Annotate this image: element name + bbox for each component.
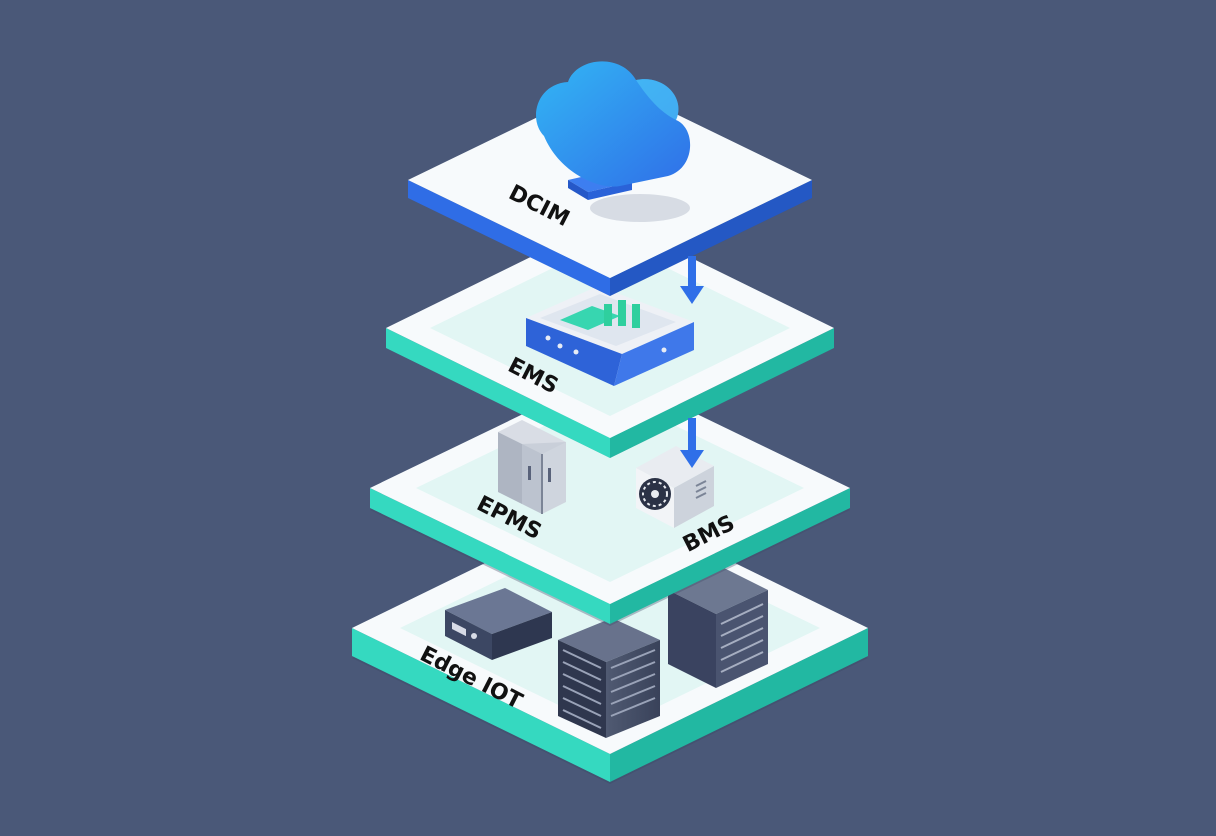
layer-dcim-right-side xyxy=(610,180,812,296)
layer-dcim-left-side xyxy=(408,180,610,296)
electrical-cabinet-icon xyxy=(498,420,566,514)
layer-ems: EMS xyxy=(386,218,834,458)
analytics-appliance-icon xyxy=(526,286,694,386)
layer-edge-iot: Edge IOT xyxy=(352,502,868,784)
arrow-dcim-to-ems xyxy=(680,256,704,304)
server-rack-back-icon xyxy=(668,566,768,688)
layer-dcim: DCIM xyxy=(408,61,812,296)
layer-epms-right-side xyxy=(610,488,850,624)
layer-epms-left-side xyxy=(370,488,610,624)
hvac-fan-unit-icon xyxy=(636,446,714,528)
layer-edge-left-side xyxy=(352,628,610,782)
layer-ems-right-side xyxy=(610,328,834,458)
cloud-icon xyxy=(536,61,691,222)
layer-epms-bms: EPMS BMS xyxy=(370,372,850,626)
arrow-ems-to-bms xyxy=(680,418,704,468)
server-rack-icon xyxy=(558,618,660,738)
layer-ems-left-side xyxy=(386,328,610,458)
layer-edge-right-side xyxy=(610,628,868,782)
network-appliance-icon xyxy=(445,588,552,660)
